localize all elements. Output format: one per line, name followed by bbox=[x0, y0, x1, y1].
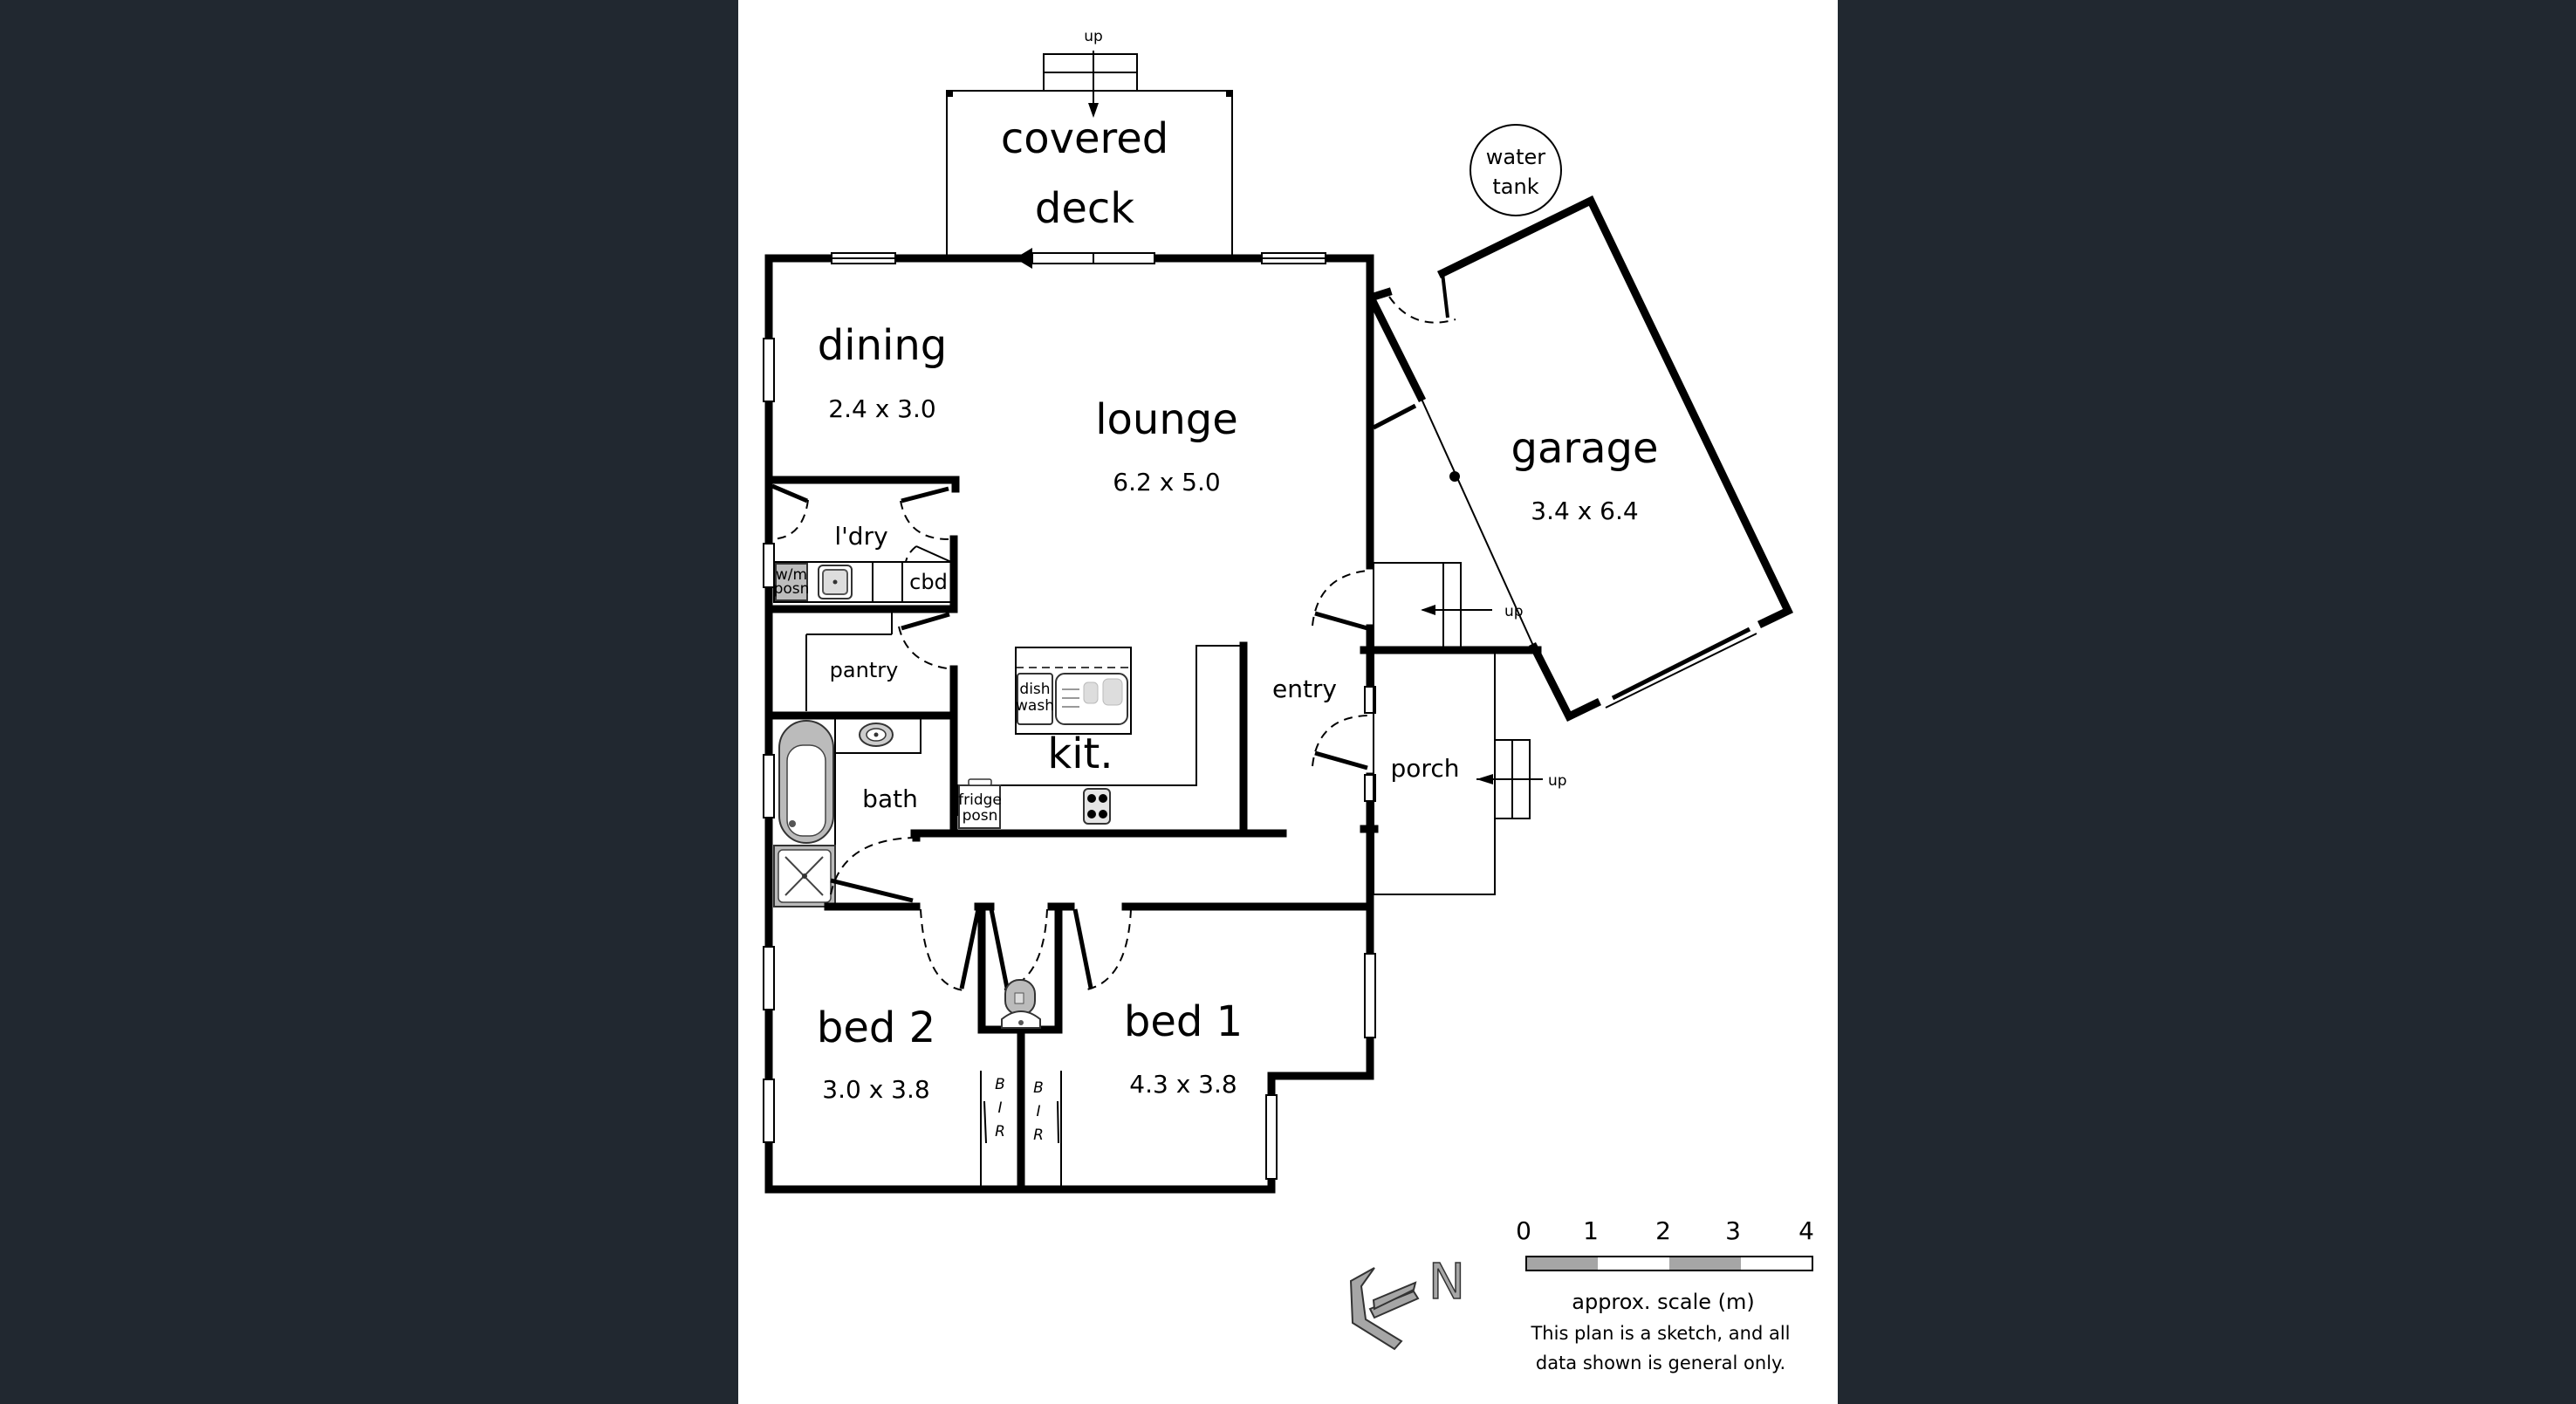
bed1-label: bed 1 bbox=[1124, 997, 1243, 1046]
kitchen-sink-icon bbox=[1055, 673, 1128, 725]
covered-deck-label-2: deck bbox=[1035, 184, 1134, 233]
scale-tick-0: 0 bbox=[1516, 1216, 1531, 1245]
scale-tick-2: 2 bbox=[1655, 1216, 1671, 1245]
svg-text:dish: dish bbox=[1019, 681, 1050, 698]
svg-text:R: R bbox=[1033, 1127, 1044, 1144]
shower-icon bbox=[773, 845, 836, 907]
laundry-label: l'dry bbox=[834, 522, 887, 551]
arrow-down-icon bbox=[1088, 103, 1099, 118]
bed1-room: bed 1 4.3 x 3.8 bbox=[1124, 997, 1243, 1099]
dining-label: dining bbox=[818, 321, 947, 370]
garage-landing-stairs: up bbox=[1366, 562, 1542, 654]
lounge-label: lounge bbox=[1095, 395, 1238, 444]
north-compass-icon: N bbox=[1349, 1253, 1466, 1351]
disclaimer-line-2: data shown is general only. bbox=[1536, 1353, 1785, 1373]
kitchen-label: kit. bbox=[1047, 729, 1113, 778]
svg-text:tank: tank bbox=[1492, 175, 1538, 199]
svg-text:posn: posn bbox=[963, 807, 998, 825]
water-tank: water tank bbox=[1470, 124, 1562, 216]
floor-plan-panel bbox=[738, 0, 1838, 1404]
scale-tick-1: 1 bbox=[1583, 1216, 1599, 1245]
svg-text:water: water bbox=[1486, 145, 1546, 169]
porch-label: porch bbox=[1391, 754, 1460, 783]
covered-deck-label-1: covered bbox=[1001, 114, 1168, 163]
basin-icon bbox=[859, 723, 894, 747]
scale-tick-4: 4 bbox=[1798, 1216, 1814, 1245]
compass-n-label: N bbox=[1428, 1254, 1465, 1311]
svg-text:B: B bbox=[995, 1076, 1005, 1093]
disclaimer-line-1: This plan is a sketch, and all bbox=[1530, 1323, 1790, 1344]
hall-bedroom-walls bbox=[920, 902, 1374, 1194]
sliding-door-arrow-icon bbox=[1015, 248, 1032, 269]
lounge-room: lounge 6.2 x 5.0 bbox=[1095, 395, 1238, 497]
bir-bed2: B I R bbox=[995, 1076, 1005, 1140]
garage-dims: 3.4 x 6.4 bbox=[1531, 497, 1638, 525]
deck-stairs-up-label: up bbox=[1084, 28, 1103, 45]
garage-label: garage bbox=[1511, 424, 1658, 473]
bed2-dims: 3.0 x 3.8 bbox=[822, 1075, 929, 1104]
dishwasher: dish wash bbox=[1016, 673, 1054, 725]
kitchen: dish wash fridge posn kit. bbox=[956, 641, 1248, 838]
svg-text:fridge: fridge bbox=[958, 791, 1002, 809]
dining-room: dining 2.4 x 3.0 bbox=[764, 321, 960, 493]
top-windows bbox=[831, 248, 1326, 269]
pantry: pantry bbox=[764, 609, 958, 831]
cooktop-icon bbox=[1083, 788, 1111, 825]
scale-caption: approx. scale (m) bbox=[1572, 1290, 1755, 1314]
bath-label: bath bbox=[862, 784, 918, 813]
svg-text:I: I bbox=[997, 1099, 1002, 1117]
porch: up porch bbox=[1373, 649, 1567, 895]
svg-text:I: I bbox=[1036, 1103, 1040, 1120]
bed1-dims: 4.3 x 3.8 bbox=[1129, 1070, 1237, 1099]
pantry-label: pantry bbox=[830, 658, 899, 682]
garage: garage 3.4 x 6.4 bbox=[1367, 195, 1794, 722]
bed2-room: bed 2 3.0 x 3.8 bbox=[817, 1003, 935, 1104]
left-windows bbox=[763, 338, 775, 1143]
garage-stairs-up-label: up bbox=[1504, 603, 1524, 620]
deck-stairs: up bbox=[1043, 28, 1138, 118]
cupboard-label: cbd bbox=[909, 570, 948, 594]
toilet-icon bbox=[1001, 979, 1041, 1029]
bathroom: bath bbox=[773, 715, 1287, 911]
arrow-left-icon bbox=[1476, 774, 1493, 784]
bir-bed1: B I R bbox=[1033, 1079, 1044, 1144]
laundry: w/m posn cbd l'dry bbox=[764, 483, 958, 613]
fridge-position: fridge posn bbox=[958, 778, 1002, 829]
lounge-dims: 6.2 x 5.0 bbox=[1113, 468, 1220, 497]
porch-stairs-up-label: up bbox=[1548, 772, 1567, 790]
svg-text:wash: wash bbox=[1016, 697, 1054, 715]
entry-label: entry bbox=[1272, 675, 1337, 703]
svg-text:w/m: w/m bbox=[776, 566, 807, 584]
arrow-left-icon bbox=[1421, 605, 1435, 615]
entry: entry bbox=[1272, 570, 1379, 833]
washing-machine-position: w/m posn bbox=[774, 563, 810, 601]
laundry-sink-icon bbox=[818, 565, 853, 599]
svg-text:posn: posn bbox=[774, 580, 810, 598]
svg-text:B: B bbox=[1033, 1079, 1044, 1097]
svg-text:R: R bbox=[995, 1123, 1005, 1140]
covered-deck: up covered deck bbox=[946, 28, 1233, 259]
right-windows bbox=[1265, 686, 1376, 1180]
scale-bar: 0 1 2 3 4 approx. scale (m) This plan is… bbox=[1516, 1216, 1814, 1373]
dining-dims: 2.4 x 3.0 bbox=[828, 394, 935, 423]
bathtub-icon bbox=[778, 720, 834, 844]
bed2-label: bed 2 bbox=[817, 1003, 935, 1052]
scale-tick-3: 3 bbox=[1725, 1216, 1741, 1245]
